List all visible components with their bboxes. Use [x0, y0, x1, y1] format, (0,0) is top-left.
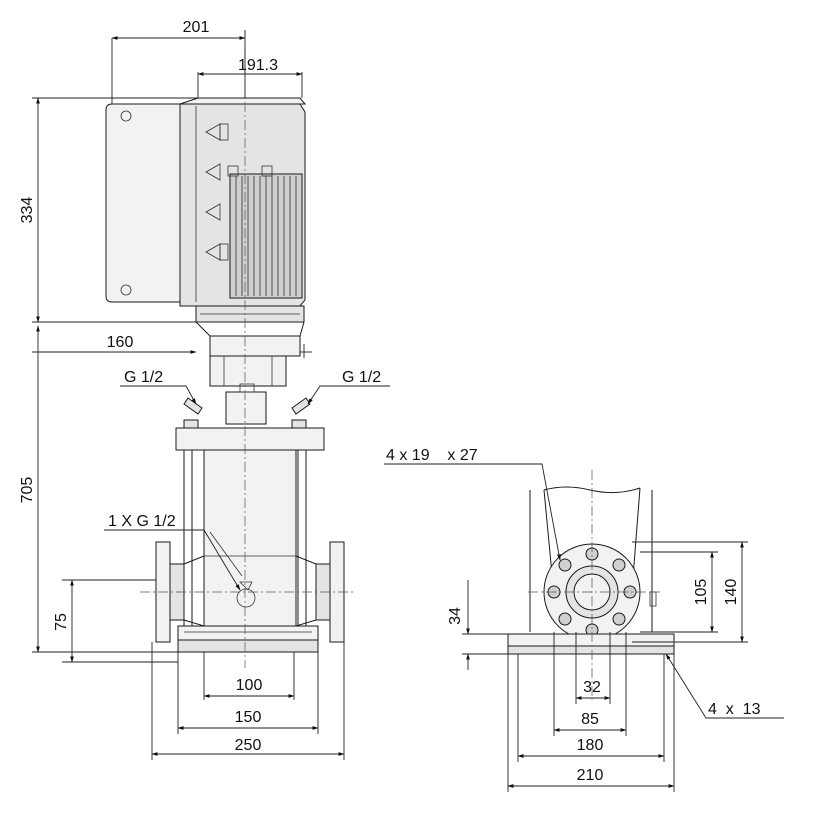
- pump-head: [175, 419, 325, 451]
- dim-foot-spacing-inner: 100: [236, 677, 263, 694]
- dim-side-base-width: 210: [577, 767, 604, 784]
- pump-sleeve: [183, 449, 307, 627]
- label-vent-left: G 1/2: [124, 369, 163, 386]
- side-view: [507, 470, 675, 700]
- label-vent-right: G 1/2: [342, 369, 381, 386]
- dim-side-slot: 85: [581, 711, 599, 728]
- dim-base-width: 250: [235, 737, 262, 754]
- dim-side-base-height: 34: [447, 607, 464, 625]
- dim-motor-height: 334: [19, 197, 36, 224]
- pump-base: [177, 625, 319, 653]
- front-view: [105, 30, 356, 668]
- dim-side-slot-inner: 32: [583, 679, 601, 696]
- label-drain: 1 X G 1/2: [108, 513, 176, 530]
- side-dimensions: [384, 463, 784, 792]
- motor-stool: [183, 305, 311, 425]
- dim-shaft-offset: 160: [107, 334, 134, 351]
- dim-foot-spacing: 150: [235, 709, 262, 726]
- dim-inlet-height: 75: [53, 613, 70, 631]
- label-foot-holes: 4 x 13: [708, 701, 761, 718]
- motor-cooling-fins: [227, 165, 303, 299]
- dim-flange-outer: 140: [723, 579, 740, 606]
- dim-side-holes: 180: [577, 737, 604, 754]
- side-base: [507, 633, 675, 647]
- dim-motor-width: 201: [183, 19, 210, 36]
- dim-flange-bolt-circle: 105: [693, 579, 710, 606]
- dim-motor-offset: 191.3: [238, 57, 278, 74]
- front-dimensions: [32, 30, 390, 760]
- label-flange-holes: 4 x 19 x 27: [386, 447, 478, 464]
- dim-base-to-motor-height: 705: [19, 477, 36, 504]
